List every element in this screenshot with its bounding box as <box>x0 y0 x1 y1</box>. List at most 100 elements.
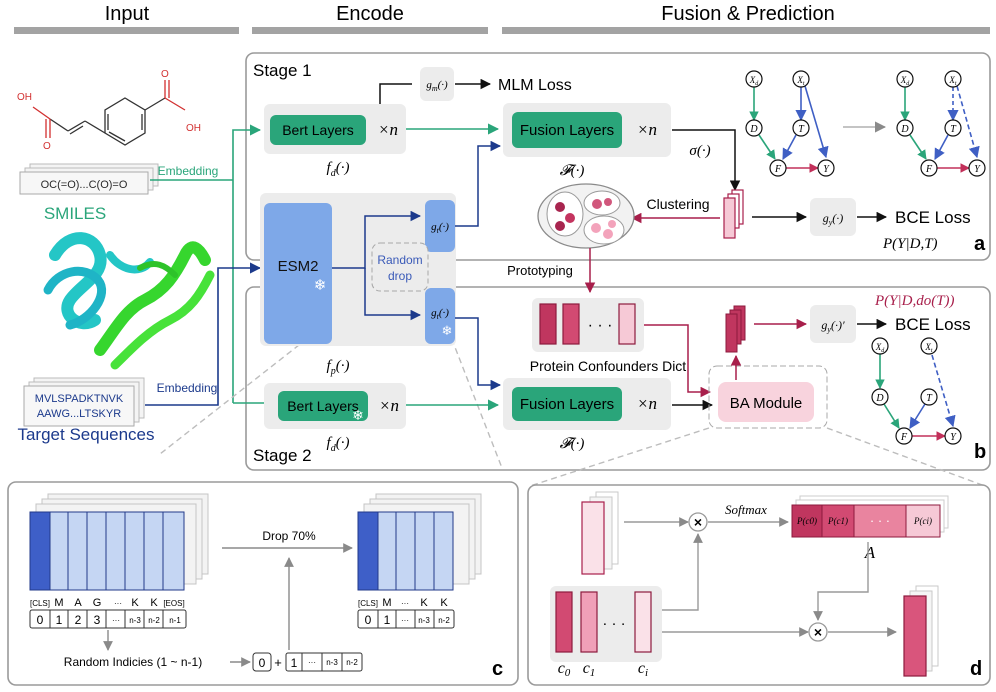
drop-label: Drop 70% <box>262 529 316 543</box>
token-labels-after: [CLS] M ··· K K <box>358 597 448 609</box>
causal-graph-3 <box>875 354 956 441</box>
target-card: MVLSPADKTNVK AAWG...LTSKYR <box>23 377 145 427</box>
attn-cell-1: P(c1) <box>827 516 848 526</box>
atom-oh-2: OH <box>186 123 201 134</box>
cg3-xd: Xd <box>875 342 886 354</box>
target-label: Target Sequences <box>17 425 154 444</box>
fp-label: fp(·) <box>327 358 350 377</box>
token-after-2: ··· <box>401 599 409 608</box>
smiles-card: OC(=O)...C(O)=O <box>19 163 159 195</box>
gt-top-label: gt(·) <box>431 221 449 235</box>
index-row-before <box>29 609 187 629</box>
stage1-bert-label: Bert Layers <box>282 122 354 138</box>
esm2-block[interactable] <box>264 203 332 344</box>
stage2-prob: P(Y|D,do(T)) <box>874 293 955 309</box>
output-feature-stack <box>903 585 939 677</box>
mul-node-bottom-label: × <box>814 624 822 640</box>
stage1-bert-block[interactable] <box>270 115 366 145</box>
atom-oh-1: OH <box>17 92 32 103</box>
token-before-1: M <box>54 597 63 609</box>
dict-bg <box>532 298 644 352</box>
sigma-label: σ(·) <box>689 143 710 159</box>
confounder-c1 <box>580 591 598 653</box>
index-labels-after: 0 1 ··· n-3 n-2 <box>365 613 451 627</box>
atom-o-2: O <box>161 69 169 80</box>
panel-d-tag: d <box>970 658 982 680</box>
stage2-title: Stage 2 <box>253 446 312 465</box>
token-after-0: [CLS] <box>358 599 378 608</box>
gt-top-block[interactable] <box>425 200 455 252</box>
index-after-3: n-3 <box>418 616 430 625</box>
mul-node-top <box>688 512 708 532</box>
stage2-bert-label: Bert Layers <box>287 398 359 414</box>
cg2-t: T <box>950 124 957 135</box>
stage1-fusion-times-n: ×n <box>637 120 657 139</box>
stage2-feature-stack <box>725 305 746 353</box>
stage1-fusion-block[interactable] <box>512 112 622 148</box>
stage2-gy-block[interactable] <box>810 305 856 343</box>
dict-item-last <box>618 303 636 345</box>
stage2-bert-block[interactable] <box>278 391 368 421</box>
clustering-label: Clustering <box>646 196 709 212</box>
index-labels-before: 0 1 2 3 ··· n-3 n-2 n-1 <box>37 613 182 627</box>
panel-d-frame <box>527 484 991 686</box>
cg2-xt: Xt <box>948 75 957 87</box>
random-drop-label-2: drop <box>388 269 412 283</box>
stage1-times-n: ×n <box>378 120 398 139</box>
token-before-5: K <box>131 597 139 609</box>
attn-cell-3: P(ci) <box>913 516 932 526</box>
gm-block[interactable] <box>420 67 454 101</box>
attention-A: A <box>864 543 876 562</box>
index-before-5: n-3 <box>129 616 141 625</box>
stage2-fusion-block[interactable] <box>512 387 622 421</box>
dict-label: Protein Confounders Dict <box>530 358 687 374</box>
causal-graph-1-nodes: Xd Xt D T F Y <box>745 70 835 177</box>
token-after-3: K <box>420 597 428 609</box>
cluster-ellipse <box>537 183 635 249</box>
gt-bottom-block[interactable] <box>425 288 455 344</box>
cg3-xt: Xt <box>924 342 933 354</box>
stage2-fusion-label: Fusion Layers <box>520 396 614 413</box>
random-drop-box <box>371 242 429 292</box>
gt-bottom-label: gt(·) <box>431 307 449 321</box>
random-indices-label: Random Indicies (1 ~ n-1) <box>64 655 202 669</box>
ba-module-label: BA Module <box>730 395 803 412</box>
stage1-prob: P(Y|D,T) <box>882 236 938 252</box>
mul-node-top-label: × <box>694 514 702 530</box>
cg3-y: Y <box>950 432 957 443</box>
stage1-gy-block[interactable] <box>810 198 856 236</box>
target-seq-line1: MVLSPADKTNVK <box>35 393 124 405</box>
token-before-6: K <box>150 597 158 609</box>
stage1-fusion-label: Fusion Layers <box>520 122 614 139</box>
ba-module-frame <box>708 365 828 429</box>
stage1-frame <box>245 52 991 261</box>
token-before-4: ··· <box>114 599 122 608</box>
dict-item-1 <box>539 303 557 345</box>
stage1-fd: fd(·) <box>327 160 350 179</box>
rand-item-2: n-3 <box>326 658 338 667</box>
cg2-y: Y <box>974 164 981 175</box>
label-c1: c1 <box>583 660 596 679</box>
token-grid-after <box>357 493 482 591</box>
token-before-3: G <box>93 597 102 609</box>
index-row-after <box>357 609 455 629</box>
cg1-y: Y <box>823 164 830 175</box>
attention-bar <box>791 495 949 538</box>
embedding-label-top: Embedding <box>158 164 219 178</box>
index-after-4: n-2 <box>438 616 450 625</box>
smiles-label: SMILES <box>44 204 106 223</box>
cg2-f: F <box>925 164 933 175</box>
token-labels-before: [CLS] M A G ··· K K [EOS] <box>30 597 185 609</box>
index-before-3: 3 <box>94 613 101 627</box>
rand-item-1: ··· <box>308 658 316 667</box>
ba-module-block[interactable] <box>718 382 814 422</box>
cg1-xt: Xt <box>796 75 805 87</box>
index-before-2: 2 <box>75 613 82 627</box>
label-c0: c0 <box>558 660 571 679</box>
token-after-4: K <box>440 597 448 609</box>
index-after-0: 0 <box>365 613 372 627</box>
panel-c-tag: c <box>492 658 503 680</box>
rand-item-0: 1 <box>291 656 298 670</box>
confounder-ci <box>634 591 652 653</box>
